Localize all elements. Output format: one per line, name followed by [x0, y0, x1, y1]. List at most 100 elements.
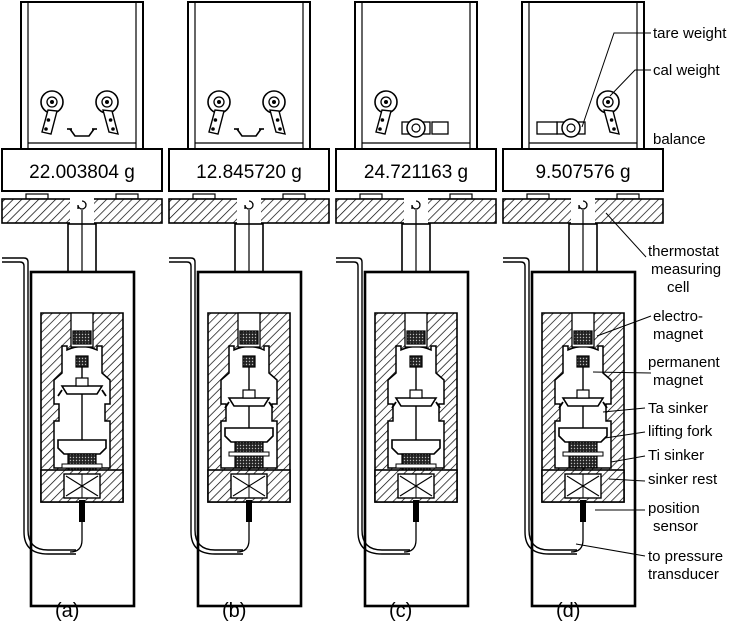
ti-sinker: [224, 427, 274, 443]
lifting-fork: [391, 401, 441, 409]
sinker-rest-plate: [228, 451, 270, 457]
panel-caption: (d): [556, 600, 580, 622]
sensor-core: [580, 500, 586, 522]
label-position: position: [648, 500, 700, 517]
electromagnet: [72, 330, 92, 345]
arm-pivot: [278, 127, 282, 131]
lifting-fork: [558, 401, 608, 409]
pressure-line: [503, 257, 577, 551]
panel-4: 9.507576 g (d): [502, 1, 664, 622]
balance-reading: 12.845720 g: [196, 162, 302, 183]
label-magnet: magnet: [653, 326, 704, 343]
arm-pivot: [609, 118, 614, 122]
pressure-line: [169, 257, 243, 551]
label-cell: cell: [667, 279, 690, 296]
label-to-pressure: to pressure: [648, 548, 723, 565]
label-sinker-rest: sinker rest: [648, 471, 718, 488]
label-sensor: sensor: [653, 518, 698, 535]
label-balance: balance: [653, 131, 706, 148]
pressure-line: [169, 261, 243, 555]
weight-holder: [431, 121, 449, 135]
suspension-hook: [244, 200, 254, 210]
roller-pin: [105, 100, 109, 104]
pressure-line: [2, 257, 76, 551]
label-measuring: measuring: [651, 261, 721, 278]
label-permanent: permanent: [648, 354, 721, 371]
balance-reading: 9.507576 g: [535, 162, 630, 183]
panel-caption: (a): [55, 600, 79, 622]
arm-pivot: [111, 127, 115, 131]
roller-pin: [50, 100, 54, 104]
electromagnet: [573, 330, 593, 345]
lifting-fork: [57, 389, 107, 397]
ta-sinker-stem: [409, 389, 423, 399]
arm-pivot: [378, 127, 382, 131]
ta-sinker: [60, 385, 104, 395]
display-panel: [502, 148, 664, 192]
label-electro: electro-: [653, 308, 703, 325]
arm-pivot: [44, 127, 48, 131]
electromagnet: [406, 330, 426, 345]
roller-pin: [606, 100, 610, 104]
weight-hub: [566, 123, 576, 133]
balance-reading: 22.003804 g: [29, 162, 135, 183]
sensor-lead: [570, 522, 584, 553]
label-transducer: transducer: [648, 566, 719, 583]
ta-sinker: [394, 397, 438, 407]
pressure-line: [336, 257, 410, 551]
display-panel: [335, 148, 497, 192]
arm-pivot: [108, 118, 113, 122]
ta-sinker: [227, 397, 271, 407]
roller-pin: [217, 100, 221, 104]
pressure-line: [336, 261, 410, 555]
balance-reading: 24.721163 g: [364, 162, 468, 183]
balance-box: [20, 1, 144, 150]
label-thermostat: thermostat: [648, 243, 720, 260]
label-ti-sinker: Ti sinker: [648, 447, 704, 464]
sinker-rest-plate: [395, 463, 437, 469]
panel-2: 12.845720 g(b): [168, 1, 330, 622]
ta-sinker: [561, 397, 605, 407]
sensor-core: [79, 500, 85, 522]
ti-sinker: [558, 427, 608, 443]
roller-pin: [384, 100, 388, 104]
weight-hub: [411, 123, 421, 133]
roller-pin: [272, 100, 276, 104]
arm-pivot: [213, 118, 218, 122]
label-cal-weight: cal weight: [653, 62, 721, 79]
panel-caption: (c): [389, 600, 412, 622]
ti-sinker: [57, 439, 107, 455]
balance-box: [187, 1, 311, 150]
sensor-lead: [236, 522, 250, 553]
ta-sinker-stem: [576, 389, 590, 399]
leader-lines: [575, 32, 652, 557]
sinker-rest-plate: [61, 463, 103, 469]
sensor-core: [413, 500, 419, 522]
label-tare-weight: tare weight: [653, 25, 727, 42]
permanent-magnet: [75, 355, 89, 368]
arm-pivot: [46, 118, 51, 122]
permanent-magnet: [576, 355, 590, 368]
suspension-hook: [77, 200, 87, 210]
ti-sinker: [391, 439, 441, 455]
sensor-lead: [403, 522, 417, 553]
electromagnet: [239, 330, 259, 345]
sensor-lead: [69, 522, 83, 553]
arm-pivot: [275, 118, 280, 122]
panel-1: 22.003804 g (a): [1, 1, 163, 622]
permanent-magnet: [409, 355, 423, 368]
weighing-pan: [69, 128, 95, 137]
label-permanent-magnet: magnet: [653, 372, 704, 389]
suspension-hook: [578, 200, 588, 210]
arm-pivot: [211, 127, 215, 131]
suspension-hook: [411, 200, 421, 210]
sensor-core: [246, 500, 252, 522]
weight-holder: [536, 121, 558, 135]
label-lifting-fork: lifting fork: [648, 423, 713, 440]
ta-sinker-stem: [75, 377, 89, 387]
pressure-line: [503, 261, 577, 555]
arm-pivot: [612, 127, 616, 131]
weighing-pan: [236, 128, 262, 137]
sinker-rest-plate: [562, 451, 604, 457]
